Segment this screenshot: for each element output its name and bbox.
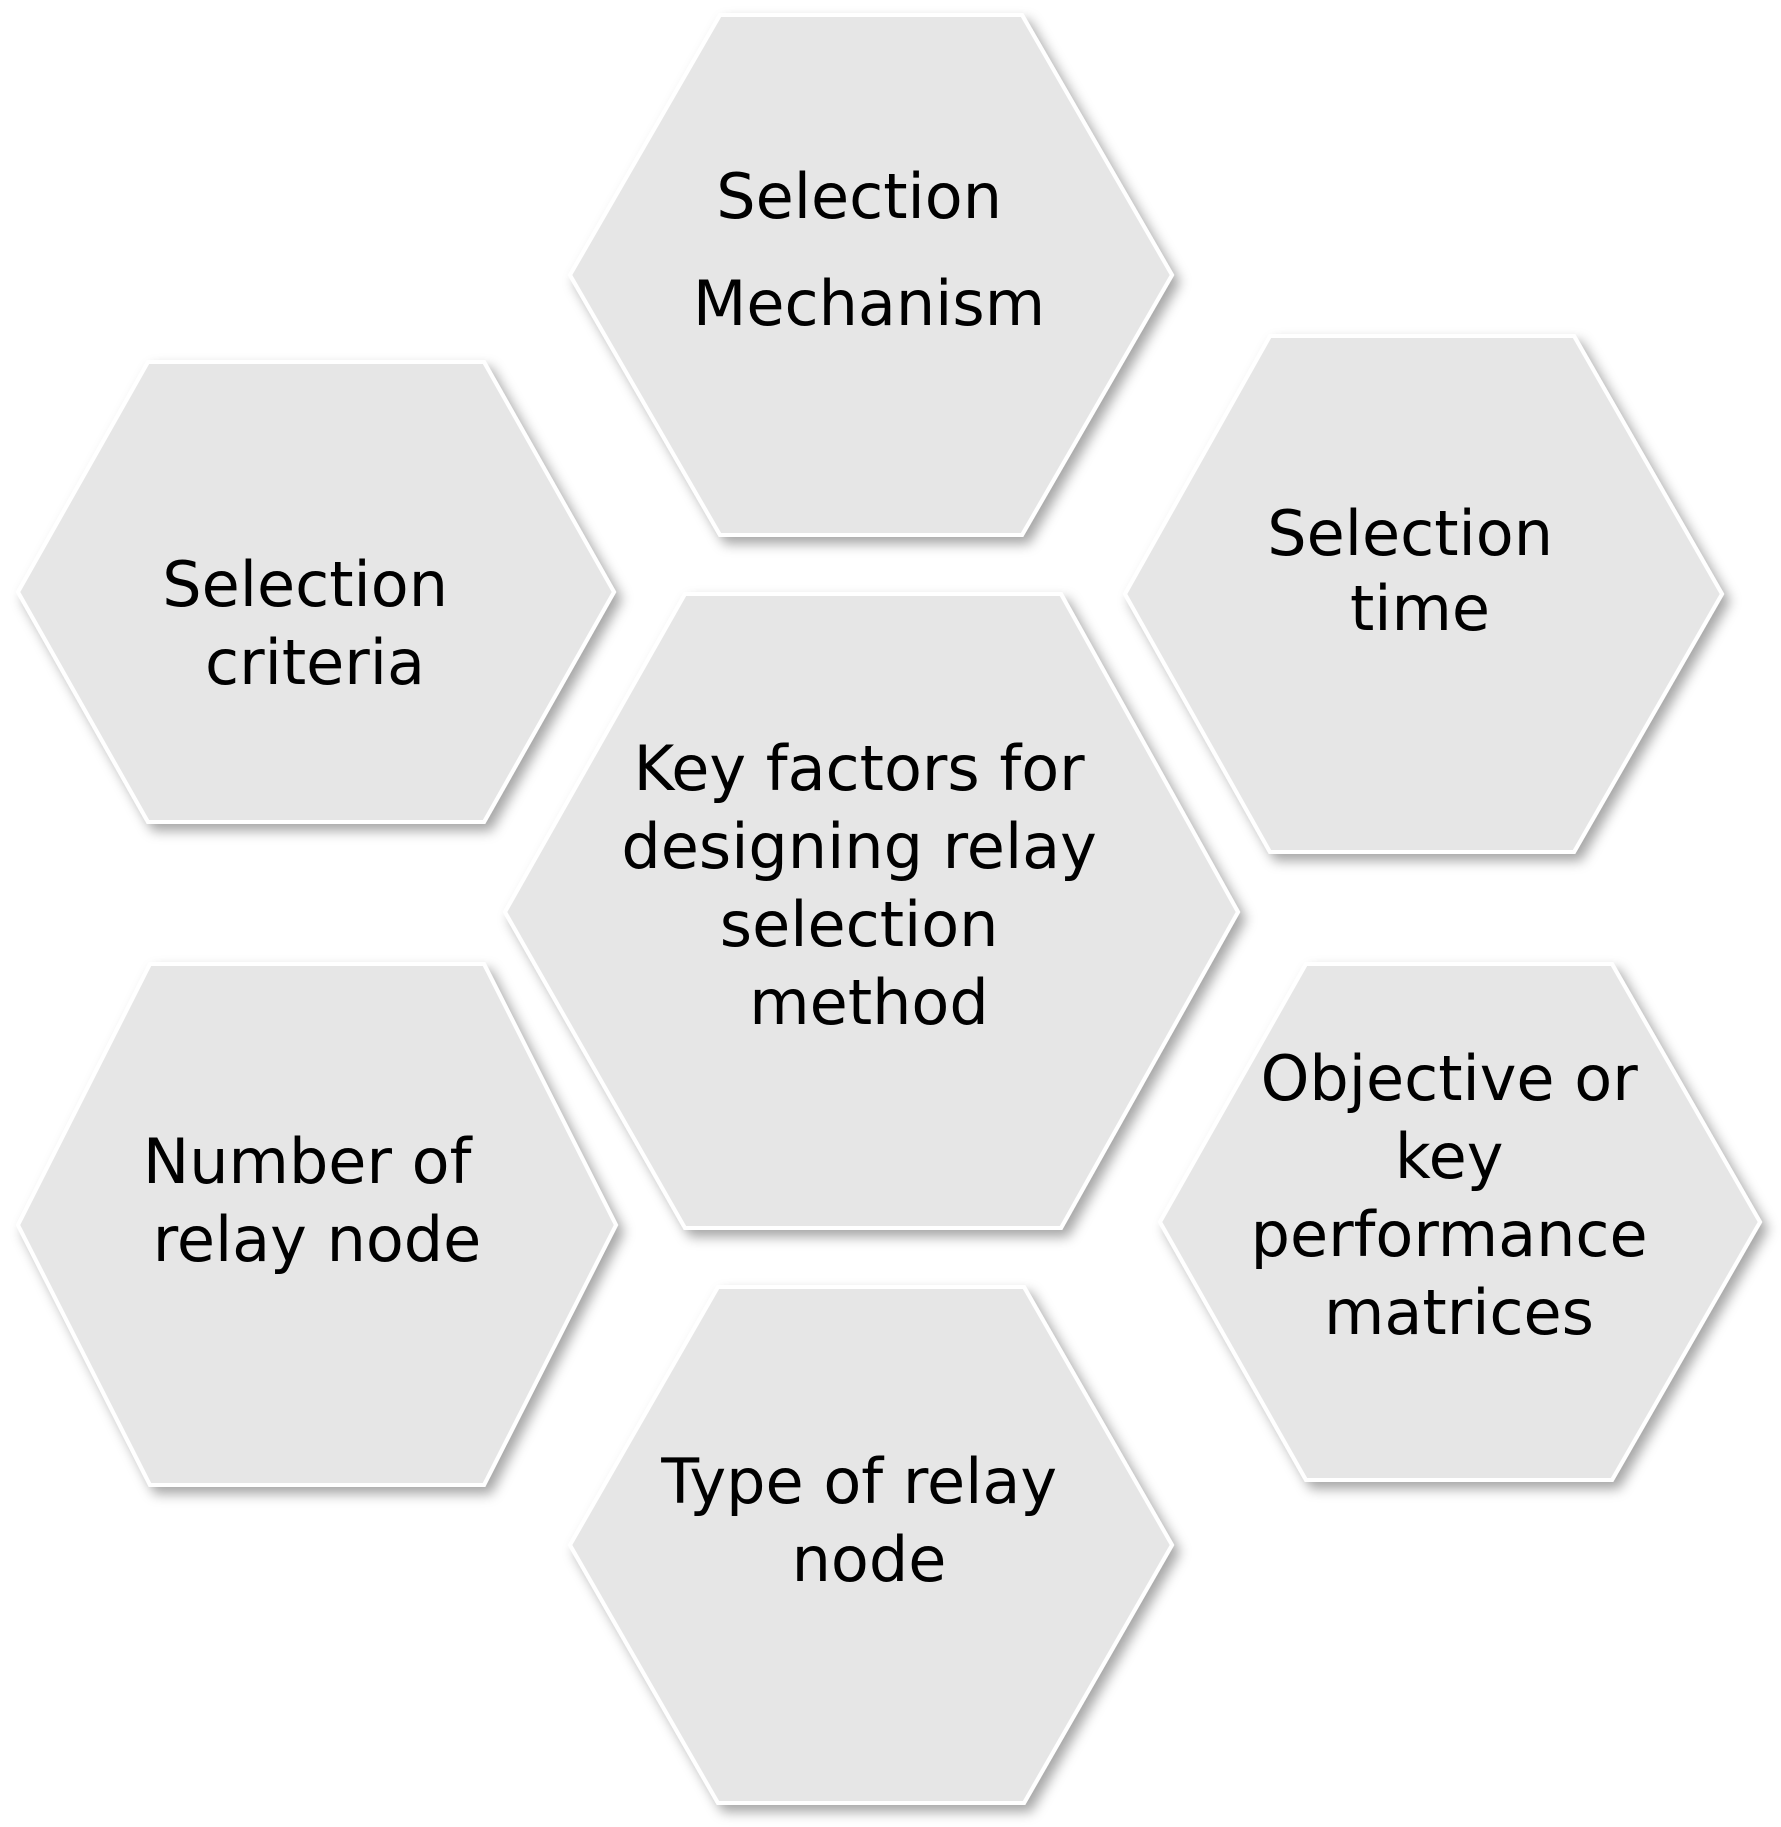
hex-line: Selection — [1267, 497, 1553, 570]
hex-line: method — [749, 966, 988, 1039]
hex-line: node — [792, 1523, 947, 1596]
hex-number-of-relay-node-label: Number of relay node — [143, 1125, 491, 1276]
hex-line: relay node — [153, 1203, 482, 1276]
hex-selection-mechanism-label: Selection Mechanism — [693, 160, 1045, 340]
hex-line: Number of — [143, 1125, 474, 1198]
hex-selection-time: Selection time — [1122, 334, 1725, 854]
hex-objective-performance-label: Objective or key performance matrices — [1251, 1042, 1668, 1349]
hex-type-of-relay-node-shape — [567, 1285, 1175, 1805]
hex-selection-criteria: Selection criteria — [15, 360, 617, 824]
hex-selection-mechanism: Selection Mechanism — [567, 13, 1175, 537]
hex-line: performance — [1251, 1198, 1648, 1271]
hex-type-of-relay-node-label: Type of relay node — [660, 1445, 1076, 1596]
hex-line: time — [1350, 572, 1490, 645]
hex-type-of-relay-node: Type of relay node — [567, 1285, 1175, 1805]
hex-line: Selection — [716, 160, 1002, 233]
hex-key-factors: Key factors for designing relay selectio… — [502, 592, 1241, 1230]
hex-line: Type of relay — [660, 1445, 1057, 1518]
hex-selection-criteria-shape — [15, 360, 617, 824]
hex-line: selection — [720, 888, 999, 961]
hex-line: key — [1395, 1120, 1504, 1193]
hex-selection-criteria-label: Selection criteria — [162, 548, 467, 699]
hex-number-of-relay-node-shape — [15, 962, 619, 1487]
hex-objective-performance: Objective or key performance matrices — [1157, 962, 1763, 1482]
hex-number-of-relay-node: Number of relay node — [15, 962, 619, 1487]
hex-key-factors-label: Key factors for designing relay selectio… — [621, 732, 1116, 1039]
hex-selection-time-label: Selection time — [1267, 497, 1572, 645]
hex-objective-performance-shape — [1157, 962, 1763, 1482]
hex-line: criteria — [205, 626, 425, 699]
hex-line: Mechanism — [693, 267, 1045, 340]
hex-selection-mechanism-shape — [567, 13, 1175, 537]
hex-line: Key factors for — [634, 732, 1086, 805]
hex-line: designing relay — [621, 810, 1096, 883]
hex-selection-time-shape — [1122, 334, 1725, 854]
hex-line: matrices — [1324, 1276, 1594, 1349]
hex-key-factors-shape — [502, 592, 1241, 1230]
hex-line: Selection — [162, 548, 448, 621]
hex-line: Objective or — [1261, 1042, 1639, 1115]
